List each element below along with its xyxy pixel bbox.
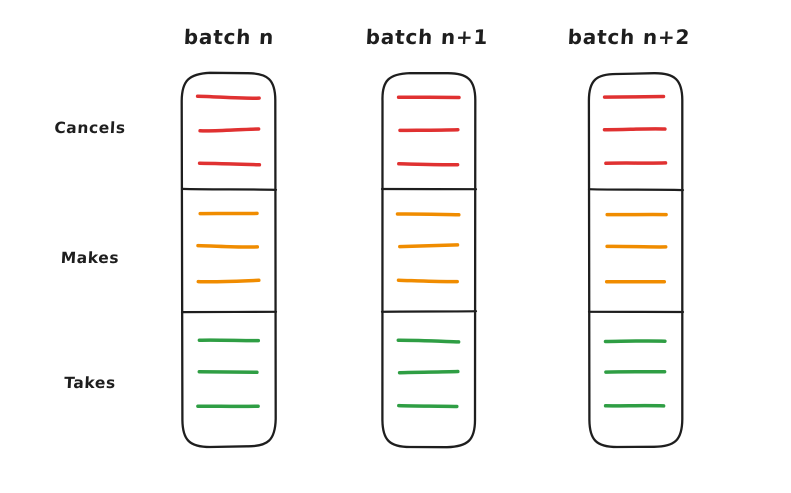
row-label-makes: Makes [60,249,120,267]
section-divider [587,188,685,192]
column-title-batch-n2: batch n+2 [567,25,691,49]
order-line-takes [197,369,259,375]
order-line-takes [603,339,667,344]
batch-outline [381,71,477,449]
order-line-takes [397,369,460,375]
order-line-cancels [197,161,262,167]
order-line-cancels [602,94,666,99]
order-line-makes [196,243,260,249]
order-line-takes [197,338,261,343]
row-label-takes: Takes [63,374,117,392]
batch-outline [587,72,684,449]
order-line-cancels [602,127,667,132]
order-line-cancels [195,94,261,100]
order-line-cancels [397,162,460,167]
order-line-makes [398,243,460,249]
batch-column-drawing [587,72,685,449]
batch-column-drawing [180,71,278,449]
order-line-takes [396,338,461,344]
column-title-batch-n: batch n [183,25,275,49]
row-label-cancels: Cancels [53,119,127,137]
order-line-makes [396,278,459,284]
order-line-makes [605,244,668,249]
batch-column [380,71,478,451]
batch-column [587,71,685,451]
order-line-cancels [198,127,261,133]
batch-outline [180,71,277,449]
order-line-makes [196,278,261,284]
batch-column [180,71,278,451]
order-line-takes [397,403,459,409]
section-divider [380,310,478,313]
column-title-batch-n1: batch n+1 [365,25,489,49]
order-line-makes [395,212,461,217]
section-divider [180,187,278,191]
order-line-cancels [398,127,460,133]
batch-column-drawing [380,71,478,449]
